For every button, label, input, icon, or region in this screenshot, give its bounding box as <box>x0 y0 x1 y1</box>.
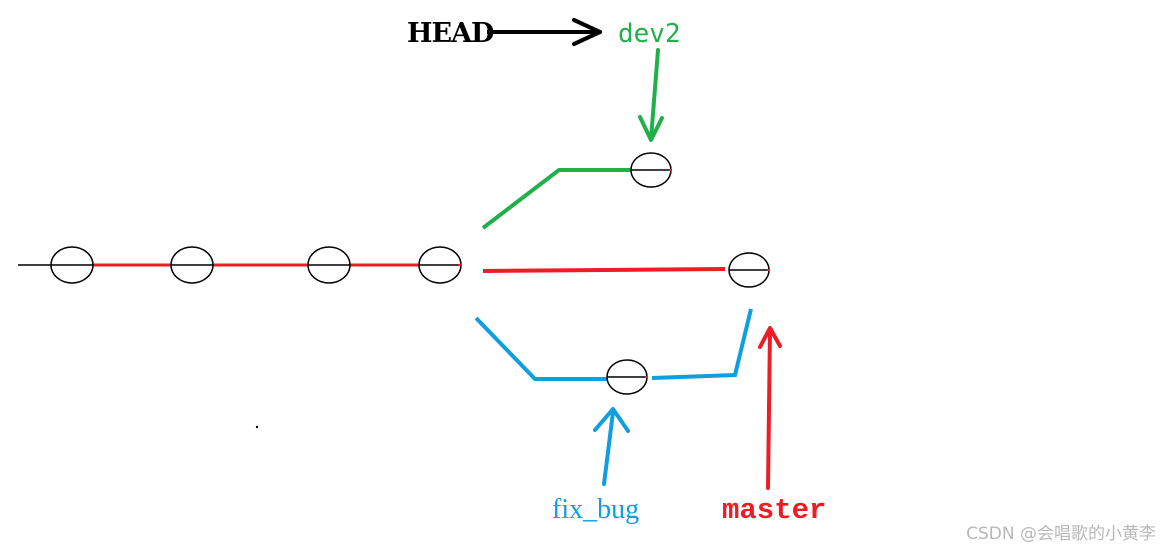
master-pointer-arrow <box>758 326 782 490</box>
fix-bug-merge-line <box>651 308 753 380</box>
commit-node-master <box>728 252 770 288</box>
dev2-branch-line <box>481 168 632 230</box>
watermark: CSDN @会唱歌的小黄李 <box>966 524 1156 544</box>
fix-bug-branch-line <box>474 316 607 381</box>
commit-node-3 <box>307 246 351 284</box>
stray-dot <box>255 425 259 429</box>
master-label: master <box>722 494 826 527</box>
fix-bug-pointer-arrow <box>593 407 630 486</box>
commit-node-1 <box>50 246 94 284</box>
dev2-pointer-arrow <box>638 48 664 142</box>
head-label: HEAD <box>407 18 494 49</box>
commit-node-2 <box>170 246 214 284</box>
commit-node-fix-bug <box>606 359 648 395</box>
commit-node-dev2 <box>630 152 672 188</box>
head-to-dev2-arrow <box>487 18 602 46</box>
commit-node-4 <box>418 246 462 284</box>
master-branch-line <box>482 267 726 273</box>
fix-bug-label: fix_bug <box>552 494 639 525</box>
dev2-label: dev2 <box>618 19 681 49</box>
